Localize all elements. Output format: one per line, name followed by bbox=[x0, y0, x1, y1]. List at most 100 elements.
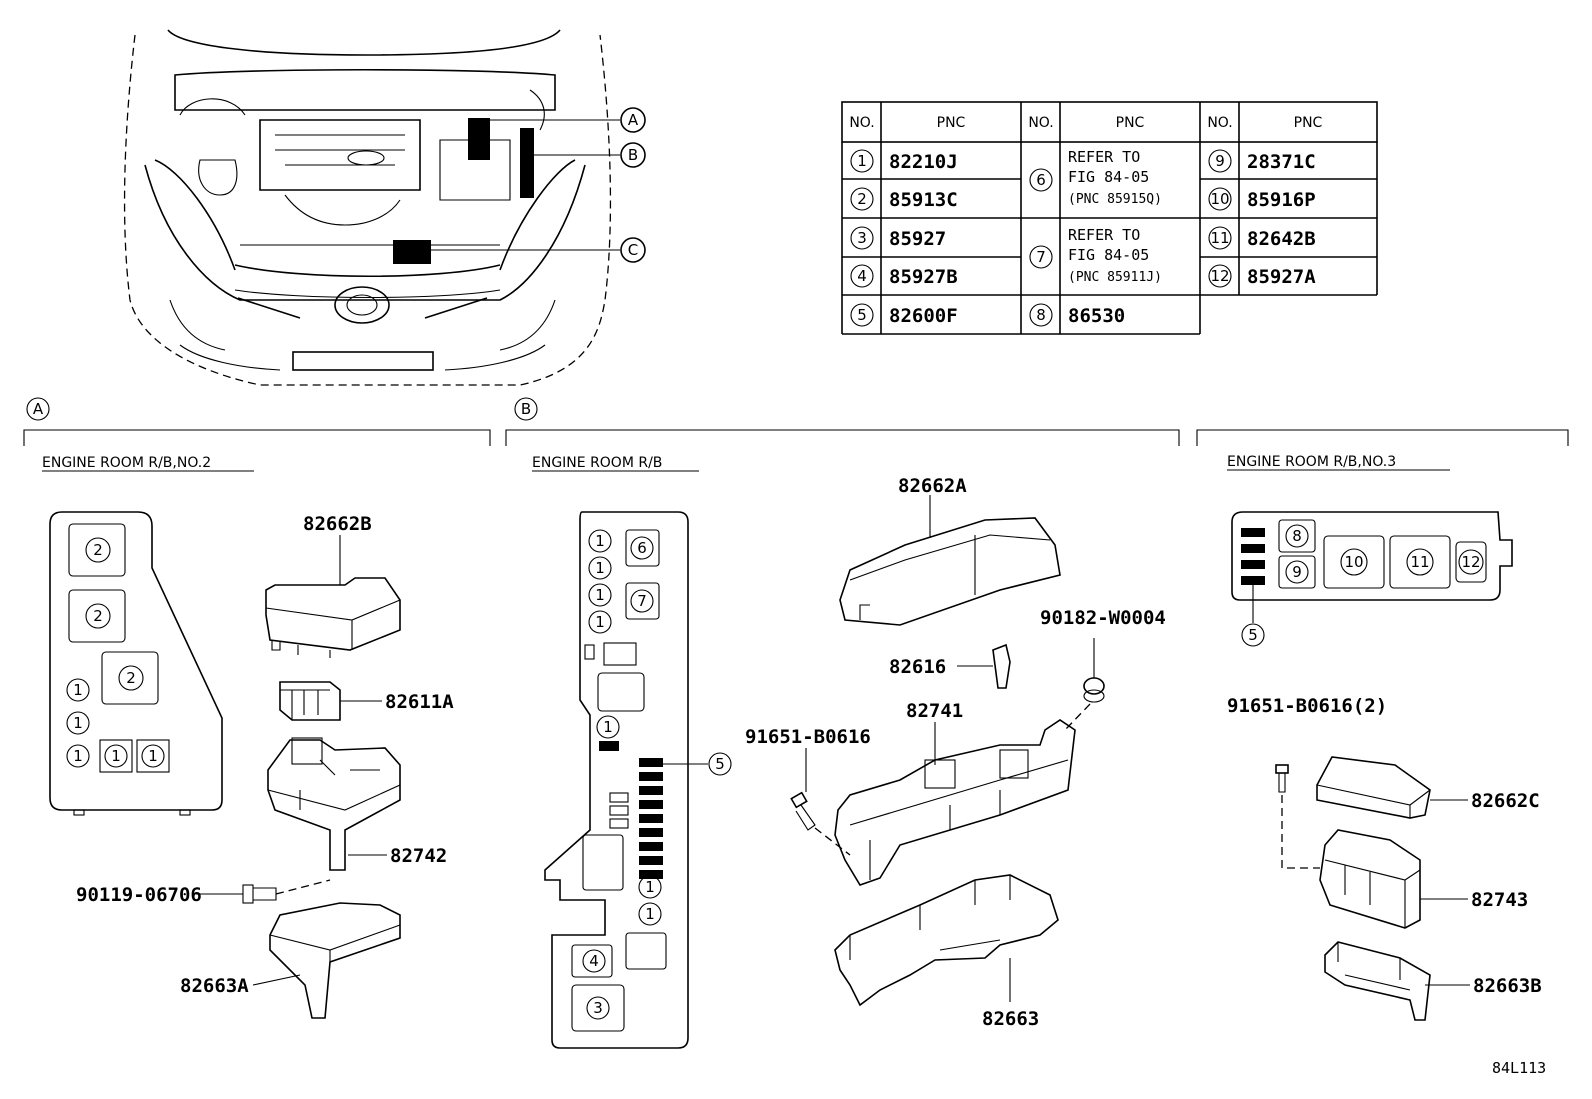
pnc-table: NO. PNC NO. PNC NO. PNC 1 82210J 2 85913… bbox=[841, 101, 1378, 335]
svg-text:1: 1 bbox=[595, 613, 605, 631]
part-label-82611a: 82611A bbox=[385, 691, 454, 713]
part-label-90182-w0004: 90182-W0004 bbox=[1040, 607, 1166, 629]
table-row: 9 28371C bbox=[1208, 149, 1316, 173]
table-row: 6 REFER TO FIG 84-05 (PNC 85915Q) bbox=[1029, 148, 1162, 207]
cover-82662b[interactable]: 82662B bbox=[265, 513, 401, 658]
table-row: 4 85927B bbox=[850, 264, 958, 288]
lower-cover-82663[interactable]: 82663 bbox=[834, 874, 1059, 1030]
svg-text:C: C bbox=[628, 241, 638, 259]
svg-text:2: 2 bbox=[93, 541, 103, 559]
svg-text:11: 11 bbox=[1410, 553, 1429, 571]
svg-text:1: 1 bbox=[73, 681, 83, 699]
svg-text:2: 2 bbox=[126, 669, 136, 687]
svg-text:1: 1 bbox=[857, 152, 867, 170]
part-label-82662b: 82662B bbox=[303, 513, 372, 535]
svg-text:1: 1 bbox=[73, 747, 83, 765]
svg-text:7: 7 bbox=[637, 592, 647, 610]
relay-block-layout-c: 8 9 10 11 12 5 bbox=[1231, 511, 1513, 647]
svg-text:85927: 85927 bbox=[889, 228, 946, 250]
part-label-82616: 82616 bbox=[889, 656, 946, 678]
svg-text:5: 5 bbox=[1248, 626, 1258, 644]
cover-82662c[interactable]: 82662C bbox=[1316, 756, 1540, 819]
header-pnc-1: PNC bbox=[937, 115, 966, 131]
table-row: 12 85927A bbox=[1208, 264, 1316, 288]
section-a-bracket: A ENGINE ROOM R/B,NO.2 bbox=[23, 397, 491, 472]
cover-82662a[interactable]: 82662A bbox=[839, 475, 1061, 626]
svg-text:6: 6 bbox=[1036, 171, 1046, 189]
svg-text:B: B bbox=[521, 400, 531, 418]
svg-text:REFER TO: REFER TO bbox=[1068, 148, 1140, 166]
svg-text:1: 1 bbox=[603, 718, 613, 736]
lower-cover-82663b[interactable]: 82663B bbox=[1324, 941, 1542, 1021]
svg-text:9: 9 bbox=[1292, 563, 1302, 581]
table-row: 7 REFER TO FIG 84-05 (PNC 85911J) bbox=[1029, 226, 1162, 285]
clip-82616[interactable]: 82616 bbox=[889, 643, 1011, 689]
relay-82611a[interactable]: 82611A bbox=[279, 681, 454, 721]
table-row: 5 82600F bbox=[850, 303, 958, 327]
svg-text:2: 2 bbox=[857, 190, 867, 208]
bolt-91651-b0616-2[interactable]: 91651-B0616(2) bbox=[1227, 695, 1387, 869]
svg-text:12: 12 bbox=[1210, 267, 1229, 285]
svg-text:11: 11 bbox=[1210, 229, 1229, 247]
svg-text:9: 9 bbox=[1215, 152, 1225, 170]
svg-text:85913C: 85913C bbox=[889, 189, 958, 211]
header-no-1: NO. bbox=[849, 115, 874, 131]
svg-text:85916P: 85916P bbox=[1247, 189, 1316, 211]
svg-text:4: 4 bbox=[857, 267, 867, 285]
svg-text:10: 10 bbox=[1210, 190, 1229, 208]
bolt-90119-06706[interactable]: 90119-06706 bbox=[76, 879, 331, 906]
svg-text:8: 8 bbox=[1036, 306, 1046, 324]
part-label-82742: 82742 bbox=[390, 845, 447, 867]
section-c-title: ENGINE ROOM R/B,NO.3 bbox=[1227, 454, 1396, 470]
svg-text:REFER TO: REFER TO bbox=[1068, 226, 1140, 244]
section-b-title: ENGINE ROOM R/B bbox=[532, 455, 662, 471]
part-label-82743: 82743 bbox=[1471, 889, 1528, 911]
svg-text:1: 1 bbox=[595, 586, 605, 604]
svg-text:82600F: 82600F bbox=[889, 305, 958, 327]
svg-text:85927A: 85927A bbox=[1247, 266, 1316, 288]
svg-text:1: 1 bbox=[73, 714, 83, 732]
part-label-82662c: 82662C bbox=[1471, 790, 1540, 812]
part-label-90119-06706: 90119-06706 bbox=[76, 884, 202, 906]
section-b-bracket: B ENGINE ROOM R/B bbox=[505, 397, 1180, 472]
svg-text:1: 1 bbox=[645, 878, 655, 896]
header-no-3: NO. bbox=[1207, 115, 1232, 131]
table-row: 2 85913C bbox=[850, 187, 958, 211]
section-a-title: ENGINE ROOM R/B,NO.2 bbox=[42, 455, 211, 471]
part-label-82663a: 82663A bbox=[180, 975, 249, 997]
svg-text:FIG 84-05: FIG 84-05 bbox=[1068, 246, 1149, 264]
part-label-91651-b0616-2: 91651-B0616(2) bbox=[1227, 695, 1387, 717]
relay-block-82742[interactable]: 82742 bbox=[267, 737, 447, 871]
part-label-82741: 82741 bbox=[906, 700, 963, 722]
lower-cover-82663a[interactable]: 82663A bbox=[180, 902, 401, 1019]
svg-text:B: B bbox=[628, 146, 638, 164]
table-row: 8 86530 bbox=[1029, 303, 1125, 327]
svg-text:FIG 84-05: FIG 84-05 bbox=[1068, 168, 1149, 186]
part-label-82663: 82663 bbox=[982, 1008, 1039, 1030]
svg-text:86530: 86530 bbox=[1068, 305, 1125, 327]
svg-text:(PNC 85915Q): (PNC 85915Q) bbox=[1068, 192, 1162, 207]
relay-block-layout-b: 1 1 1 1 6 7 1 1 1 4 3 5 bbox=[544, 511, 732, 1049]
svg-text:A: A bbox=[628, 111, 639, 129]
relay-block-82743[interactable]: 82743 bbox=[1319, 829, 1528, 929]
table-row: 10 85916P bbox=[1208, 187, 1316, 211]
car-front-illustration bbox=[123, 29, 620, 386]
svg-text:28371C: 28371C bbox=[1247, 151, 1316, 173]
header-no-2: NO. bbox=[1028, 115, 1053, 131]
svg-text:12: 12 bbox=[1461, 553, 1480, 571]
svg-text:82210J: 82210J bbox=[889, 151, 958, 173]
relay-block-82741[interactable]: 82741 bbox=[834, 700, 1076, 886]
grommet-90182-w0004[interactable]: 90182-W0004 bbox=[1040, 607, 1166, 731]
bolt-91651-b0616[interactable]: 91651-B0616 bbox=[745, 726, 871, 856]
part-label-91651-b0616: 91651-B0616 bbox=[745, 726, 871, 748]
svg-text:3: 3 bbox=[593, 999, 603, 1017]
svg-text:1: 1 bbox=[595, 532, 605, 550]
callout-a[interactable]: A bbox=[620, 107, 646, 133]
svg-text:7: 7 bbox=[1036, 248, 1046, 266]
callout-b[interactable]: B bbox=[620, 142, 646, 168]
header-pnc-3: PNC bbox=[1294, 115, 1323, 131]
svg-text:1: 1 bbox=[148, 747, 158, 765]
callout-c[interactable]: C bbox=[620, 237, 646, 263]
